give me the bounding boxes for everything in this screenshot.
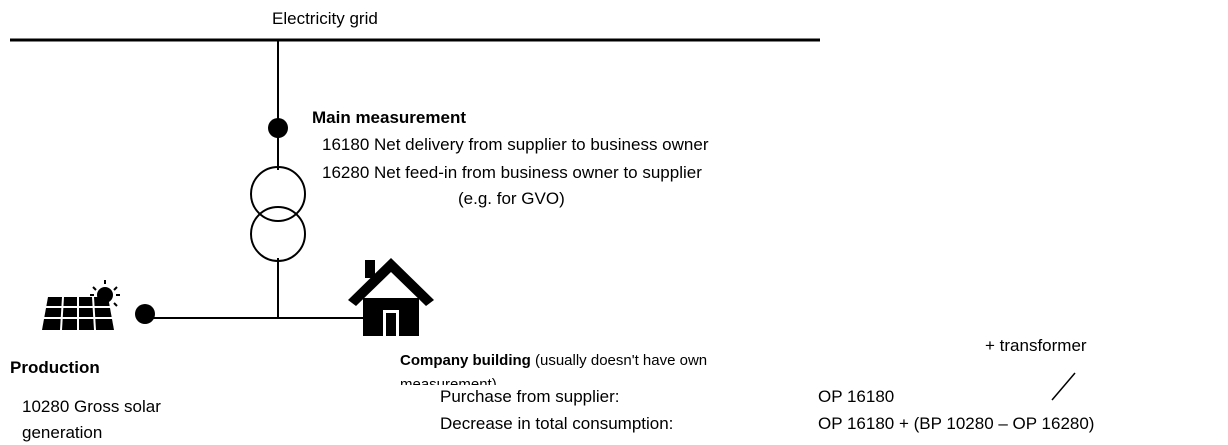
company-building-subtitle: (usually doesn't have own [535, 352, 708, 369]
production-line-2: generation [22, 423, 103, 442]
company-building-caption: Company building (usually doesn't have o… [400, 352, 707, 369]
transformer-annotation: + transformer [985, 336, 1087, 355]
purchase-label: Purchase from supplier: [440, 387, 620, 406]
house-icon [348, 258, 434, 336]
main-measurement-line-2: 16280 Net feed-in from business owner to… [322, 163, 702, 182]
company-building-title: Company building [400, 352, 531, 369]
purchase-value: OP 16180 [818, 387, 895, 406]
company-building-subtitle-cut: measurement) [400, 377, 497, 385]
main-measurement-line-1: 16180 Net delivery from supplier to busi… [322, 135, 709, 154]
production-line-1: 10280 Gross solar [22, 397, 161, 416]
decrease-label: Decrease in total consumption: [440, 414, 674, 433]
solar-panel-icon [42, 296, 114, 331]
sun-icon [90, 280, 120, 307]
annotation-arrow [1051, 372, 1076, 401]
measurement-point [268, 118, 288, 138]
production-point [135, 304, 155, 324]
decrease-value: OP 16180 + (BP 10280 – OP 16280) [818, 414, 1095, 433]
main-measurement-title: Main measurement [312, 108, 466, 127]
grid-label: Electricity grid [272, 9, 378, 28]
transformer-symbol [250, 166, 306, 262]
production-title: Production [10, 358, 100, 377]
main-measurement-line-3: (e.g. for GVO) [458, 189, 565, 208]
